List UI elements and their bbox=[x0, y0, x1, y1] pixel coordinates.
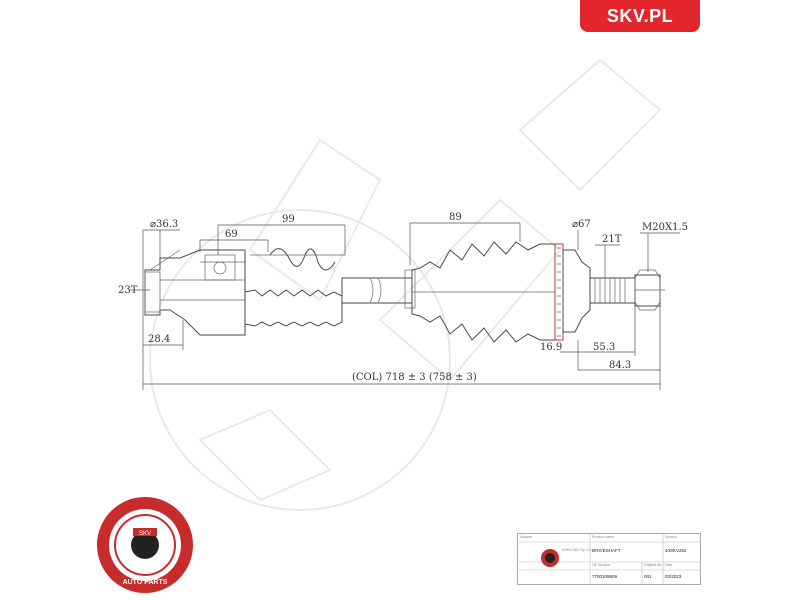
dim-boot-diameter: ⌀36.3 bbox=[150, 219, 178, 230]
info-table: Adapter Product name Symbol ESEN SKV Sp.… bbox=[517, 533, 701, 585]
dim-length-55-3: 55.3 bbox=[593, 342, 615, 353]
dim-total-length: (COL) 718 ± 3 (758 ± 3) bbox=[352, 372, 477, 383]
dim-spline-right: 21T bbox=[602, 234, 622, 245]
dim-length-69: 69 bbox=[225, 229, 238, 240]
dim-length-99: 99 bbox=[282, 214, 295, 225]
dim-length-84-3: 84.3 bbox=[609, 360, 631, 371]
shaft bbox=[341, 269, 416, 309]
product-symbol: 40SKV252 bbox=[665, 548, 687, 553]
product-name: DRIVESHAFT bbox=[592, 548, 621, 553]
oe-value: 7700109609 bbox=[592, 574, 618, 579]
header-product-name: Product name bbox=[592, 535, 614, 539]
svg-text:AUTO PARTS: AUTO PARTS bbox=[123, 579, 168, 586]
dim-length-89: 89 bbox=[449, 212, 462, 223]
dimension-lines bbox=[130, 222, 680, 390]
header-symbol: Symbol bbox=[665, 535, 677, 539]
watermark bbox=[149, 58, 662, 511]
quality-seal: SKV AUTO PARTS bbox=[97, 497, 193, 593]
seal-logo-text: SKV bbox=[139, 531, 151, 537]
left-cv-joint bbox=[144, 249, 246, 336]
dim-abs-diameter: ⌀67 bbox=[572, 219, 591, 230]
dim-thread: M20X1.5 bbox=[642, 222, 688, 233]
brand-badge: SKV.PL bbox=[580, 0, 700, 32]
abs-ring bbox=[554, 243, 564, 341]
oe-label: OE Number bbox=[592, 563, 611, 567]
dim-spline-left: 23T bbox=[118, 285, 138, 296]
right-boot bbox=[411, 241, 556, 343]
dim-length-28-4: 28.4 bbox=[148, 334, 170, 345]
left-boot bbox=[244, 248, 345, 327]
company-name: ESEN SKV Sp. z o.o. bbox=[562, 548, 596, 552]
right-hub bbox=[562, 249, 665, 333]
date-label: Date bbox=[665, 563, 673, 567]
original-value: 001 bbox=[644, 574, 652, 579]
dim-length-16-9: 16.9 bbox=[540, 342, 562, 353]
date-value: 03/2023 bbox=[665, 574, 682, 579]
original-label: Original No. bbox=[644, 563, 663, 567]
header-adapter: Adapter bbox=[520, 535, 533, 539]
